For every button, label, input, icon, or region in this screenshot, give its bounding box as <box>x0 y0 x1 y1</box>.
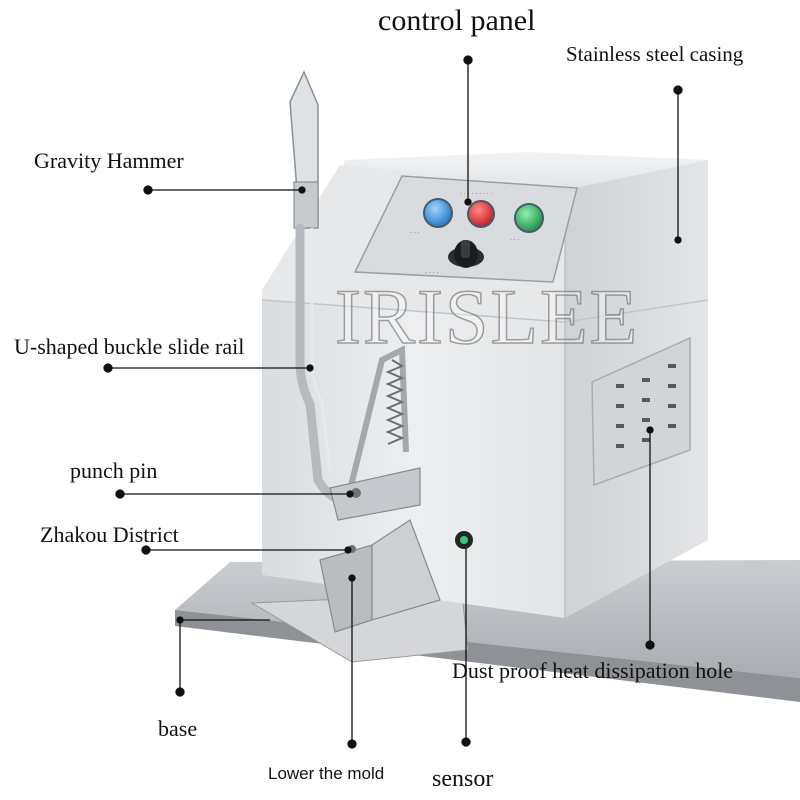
red-button[interactable] <box>467 200 495 228</box>
label-control-panel: control panel <box>378 4 536 37</box>
leader-lines <box>103 55 683 749</box>
rotary-switch[interactable] <box>448 240 484 268</box>
vent-panel <box>591 336 691 487</box>
label-gravity-hammer: Gravity Hammer <box>34 148 184 173</box>
green-button[interactable] <box>514 203 544 233</box>
label-sensor: sensor <box>432 766 494 792</box>
label-dust-hole: Dust proof heat dissipation hole <box>452 658 734 683</box>
sensor <box>455 531 473 549</box>
svg-text:· · ·: · · · <box>410 230 420 237</box>
control-panel: · · · · · · · · · · · · · · · · · · · <box>353 175 578 283</box>
svg-text:· · · · · · · · ·: · · · · · · · · · <box>460 191 493 198</box>
label-punch-pin: punch pin <box>70 458 158 483</box>
label-stainless-casing: Stainless steel casing <box>566 42 744 66</box>
watermark: IRISLEE <box>334 272 640 361</box>
label-lower-mold: Lower the mold <box>268 764 385 783</box>
label-base: base <box>158 716 198 741</box>
svg-text:· · · ·: · · · · <box>425 270 438 277</box>
linkage-spring <box>319 345 441 633</box>
svg-text:· · ·: · · · <box>510 237 520 244</box>
label-slide-rail: U-shaped buckle slide rail <box>14 334 245 359</box>
blue-button[interactable] <box>423 198 453 228</box>
label-zhakou-district: Zhakou District <box>40 522 179 547</box>
